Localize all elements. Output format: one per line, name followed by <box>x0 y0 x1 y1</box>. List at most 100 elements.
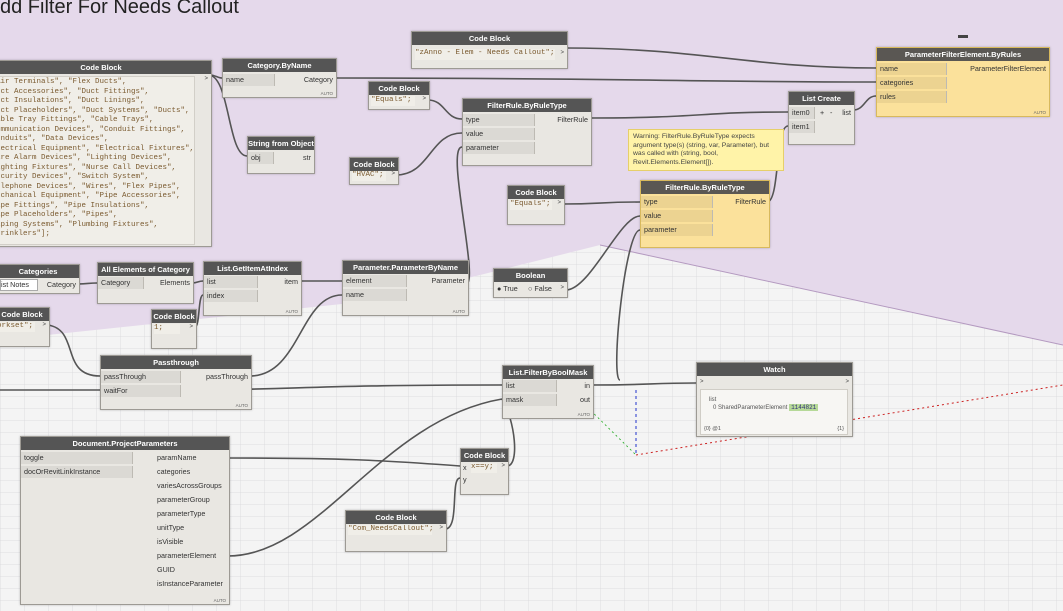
output-port[interactable]: > <box>501 463 505 469</box>
code-text[interactable]: "Equals"; <box>371 96 415 106</box>
input-port-categories[interactable]: categories <box>877 77 947 89</box>
input-port-name[interactable]: name <box>223 74 275 86</box>
lacing-label[interactable]: AUTO <box>213 598 226 603</box>
lacing-label[interactable]: AUTO <box>452 309 465 314</box>
output-port[interactable]: > <box>42 322 46 328</box>
output-port-filterrule[interactable]: FilterRule <box>735 197 766 206</box>
true-radio[interactable]: ● True <box>497 284 518 293</box>
boolean-node[interactable]: Boolean ● True ○ False > <box>493 268 568 298</box>
output-port-is-visible[interactable]: isVisible <box>157 537 184 546</box>
output-port-parameter-group[interactable]: parameterGroup <box>157 495 210 504</box>
output-port[interactable]: > <box>557 200 561 206</box>
list-filter-by-bool-mask-node[interactable]: List.FilterByBoolMask list mask in out A… <box>502 365 594 419</box>
input-port-list[interactable]: list <box>204 276 258 288</box>
output-port-filterrule[interactable]: FilterRule <box>557 115 588 124</box>
output-port-category[interactable]: Category <box>46 280 76 289</box>
parameter-by-name-node[interactable]: Parameter.ParameterByName element name P… <box>342 260 469 316</box>
input-port-x[interactable]: x <box>463 463 467 472</box>
output-port-parameter-element[interactable]: parameterElement <box>157 551 217 560</box>
parameter-filter-element-by-rules[interactable]: ParameterFilterElement.ByRules name cate… <box>876 47 1050 117</box>
lacing-label[interactable]: AUTO <box>235 403 248 408</box>
output-port[interactable]: > <box>422 96 426 102</box>
input-port-mask[interactable]: mask <box>503 394 557 406</box>
input-port-y[interactable]: y <box>463 475 467 484</box>
code-text[interactable]: "zAnno - Elem - Needs Callout"; <box>415 49 555 60</box>
output-port-is-instance-parameter[interactable]: isInstanceParameter <box>157 579 223 588</box>
input-port-passthrough[interactable]: passThrough <box>101 371 181 383</box>
code-text[interactable]: "Equals"; <box>510 200 552 210</box>
list-create-node[interactable]: List Create item0 item1 + - list <box>788 91 855 145</box>
lacing-label[interactable]: AUTO <box>577 412 590 417</box>
input-port-type[interactable]: type <box>463 114 535 126</box>
string-from-object-node[interactable]: String from Object obj str <box>247 136 315 174</box>
input-port-item0[interactable]: item0 <box>789 107 815 119</box>
output-port-list[interactable]: list <box>842 108 851 117</box>
output-port-varies-across-groups[interactable]: variesAcrossGroups <box>157 481 222 490</box>
input-port-doc-or-revit-link-instance[interactable]: docOrRevitLinkInstance <box>21 466 133 478</box>
input-port-value[interactable]: value <box>463 128 535 140</box>
code-text[interactable]: orkset"; <box>0 322 35 332</box>
false-radio[interactable]: ○ False <box>528 284 552 293</box>
code-text[interactable]: "Com_NeedsCallout"; <box>348 525 432 535</box>
output-port[interactable]: > <box>391 171 395 177</box>
input-port-element[interactable]: element <box>343 275 407 287</box>
code-block-hvac[interactable]: Code Block "HVAC"; > <box>349 157 399 185</box>
element-id-badge[interactable]: 1144821 <box>789 404 819 411</box>
output-port[interactable]: > <box>560 50 564 56</box>
watch-node[interactable]: Watch > > list 0 SharedParameterElement … <box>696 362 853 437</box>
output-port[interactable]: > <box>204 76 208 82</box>
code-block-filter-name[interactable]: Code Block "zAnno - Elem - Needs Callout… <box>411 31 568 69</box>
output-port-parameter[interactable]: Parameter <box>431 276 465 285</box>
output-port-out[interactable]: out <box>580 395 590 404</box>
lacing-label[interactable]: AUTO <box>1033 110 1046 115</box>
code-block-categories[interactable]: Code Block Air Terminals", "Flex Ducts",… <box>0 60 212 247</box>
code-block-equality[interactable]: Code Block x y x==y; > <box>460 448 509 495</box>
input-port-name[interactable]: name <box>877 63 947 75</box>
code-text[interactable]: x==y; <box>471 463 497 473</box>
output-port-str[interactable]: str <box>303 153 311 162</box>
code-block-equals[interactable]: Code Block "Equals"; > <box>368 81 430 110</box>
filter-rule-by-rule-type-2[interactable]: FilterRule.ByRuleType type value paramet… <box>640 180 770 248</box>
all-elements-of-category-node[interactable]: All Elements of Category Category Elemen… <box>97 262 194 304</box>
output-port-elements[interactable]: Elements <box>160 278 190 287</box>
output-port-categories[interactable]: categories <box>157 467 191 476</box>
input-port-toggle[interactable]: toggle <box>21 452 133 464</box>
passthrough-node[interactable]: Passthrough passThrough waitFor passThro… <box>100 355 252 410</box>
input-port-waitfor[interactable]: waitFor <box>101 385 181 397</box>
output-port-in[interactable]: in <box>584 381 590 390</box>
code-block-equals-2[interactable]: Code Block "Equals"; > <box>507 185 565 225</box>
input-port-parameter[interactable]: parameter <box>641 224 713 236</box>
remove-input-button[interactable]: - <box>830 108 833 117</box>
output-port[interactable]: > <box>189 324 193 330</box>
output-port-passthrough[interactable]: passThrough <box>206 372 248 381</box>
input-port-list[interactable]: list <box>503 380 557 392</box>
output-port-unit-type[interactable]: unitType <box>157 523 185 532</box>
document-project-parameters-node[interactable]: Document.ProjectParameters toggle docOrR… <box>20 436 230 605</box>
lacing-label[interactable]: AUTO <box>320 91 333 96</box>
add-input-button[interactable]: + <box>820 108 825 117</box>
lacing-label[interactable]: AUTO <box>285 309 298 314</box>
categories-node[interactable]: Categories ist Notes Category <box>0 264 80 294</box>
watch-preview[interactable]: list 0 SharedParameterElement 1144821 {0… <box>700 389 848 435</box>
code-block-param-name[interactable]: Code Block "Com_NeedsCallout"; > <box>345 510 447 552</box>
category-by-name-node[interactable]: Category.ByName name Category AUTO <box>222 58 337 98</box>
input-port-type[interactable]: type <box>641 196 713 208</box>
group-title[interactable]: dd Filter For Needs Callout <box>0 0 239 18</box>
code-block-workset[interactable]: Code Block orkset"; > <box>0 307 50 347</box>
code-block-index[interactable]: Code Block 1; > <box>151 309 197 349</box>
code-text[interactable]: "HVAC"; <box>352 171 386 181</box>
output-port-category[interactable]: Category <box>303 75 333 84</box>
input-port[interactable]: > <box>700 379 704 385</box>
input-port-parameter[interactable]: parameter <box>463 142 535 154</box>
output-port-paramname[interactable]: paramName <box>157 453 197 462</box>
output-port-item[interactable]: item <box>284 277 298 286</box>
input-port-item1[interactable]: item1 <box>789 121 815 133</box>
list-get-item-at-index-node[interactable]: List.GetItemAtIndex list index item AUTO <box>203 261 302 316</box>
input-port-obj[interactable]: obj <box>248 152 274 164</box>
output-port-parameter-type[interactable]: parameterType <box>157 509 206 518</box>
output-port[interactable]: > <box>560 285 564 291</box>
output-port[interactable]: > <box>439 525 443 531</box>
code-text[interactable]: Air Terminals", "Flex Ducts", uct Access… <box>0 76 195 245</box>
code-text[interactable]: 1; <box>154 324 180 334</box>
